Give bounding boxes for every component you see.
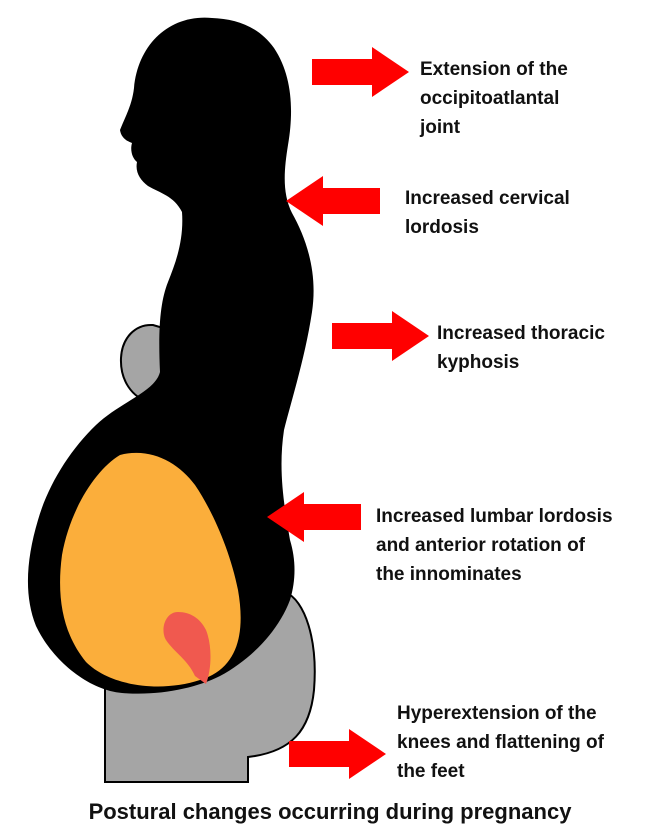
label-thoracic-kyphosis: Increased thoracic kyphosis [437, 319, 605, 377]
label-line: knees and flattening of [397, 732, 604, 753]
fetus-shape [163, 612, 211, 684]
arrow-right-shape [312, 47, 409, 97]
arrow-left-shape [286, 176, 380, 226]
arrow-cervical [286, 176, 380, 226]
label-knees-feet: Hyperextension of the knees and flatteni… [397, 699, 604, 786]
figure-caption: Postural changes occurring during pregna… [88, 799, 572, 824]
label-lumbar-lordosis: Increased lumbar lordosis and anterior r… [376, 502, 613, 589]
label-line: joint [420, 117, 461, 138]
label-line: lordosis [405, 217, 479, 238]
label-line: Extension of the [420, 59, 568, 80]
arrow-right-shape [332, 311, 429, 361]
arrow-left-shape [267, 492, 361, 542]
label-line: the innominates [376, 564, 522, 585]
label-line: the feet [397, 761, 465, 782]
arrow-lumbar [267, 492, 361, 542]
arrow-thoracic [332, 311, 429, 361]
label-line: Increased cervical [405, 188, 570, 209]
arrow-knees [289, 729, 386, 779]
label-line: Increased lumbar lordosis [376, 506, 613, 527]
label-line: occipitoatlantal [420, 88, 560, 109]
label-line: Increased thoracic [437, 323, 605, 344]
label-line: Hyperextension of the [397, 703, 597, 724]
arrow-occipitoatlantal [312, 47, 409, 97]
label-line: and anterior rotation of [376, 535, 585, 556]
label-line: kyphosis [437, 352, 520, 373]
label-occipitoatlantal: Extension of the occipitoatlantal joint [420, 55, 568, 142]
arrow-right-shape [289, 729, 386, 779]
label-cervical-lordosis: Increased cervical lordosis [405, 184, 570, 242]
